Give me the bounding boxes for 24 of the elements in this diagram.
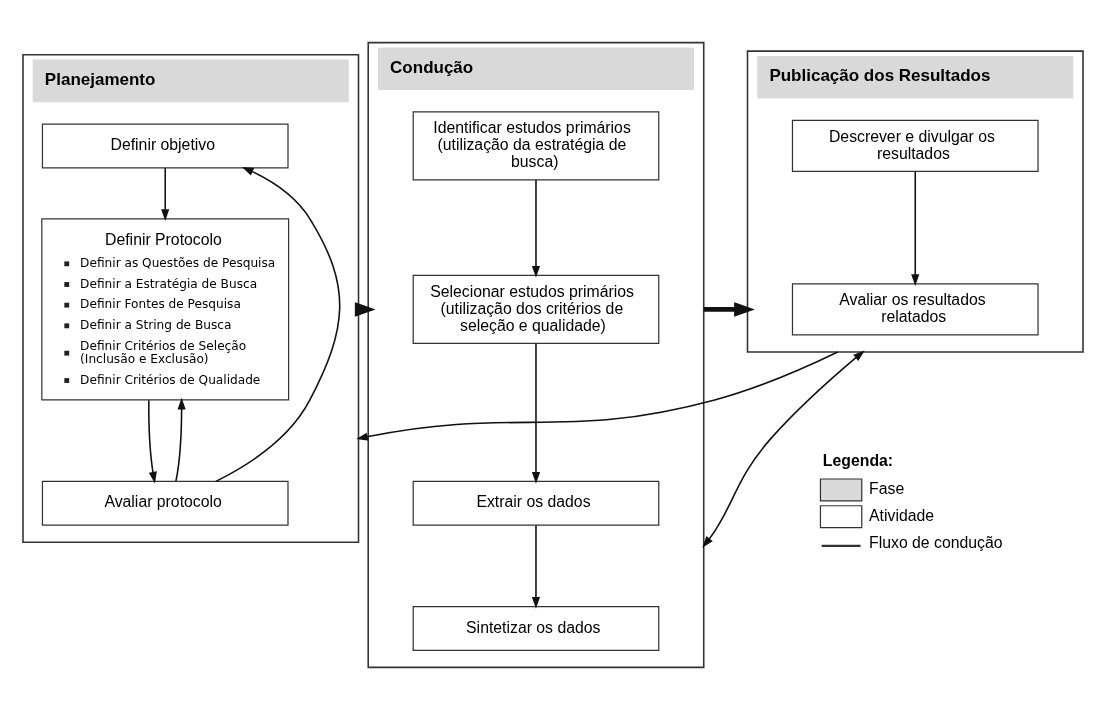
legend-label: Fluxo de condução [869, 533, 1003, 551]
legend-label: Fase [869, 479, 905, 497]
node-box: Definir objetivo [41, 122, 289, 168]
node-box: Descrever e divulgar os resultados [791, 119, 1039, 172]
node-box: Avaliar protocolo [41, 480, 289, 526]
arrow [215, 166, 341, 482]
arrow [354, 301, 376, 317]
node-box: Sintetizar os dados [412, 605, 660, 651]
arrow [911, 170, 920, 286]
arrow [703, 301, 755, 317]
node-box: Extrair os dados [412, 480, 660, 526]
arrow [148, 398, 157, 483]
arrow [531, 178, 541, 278]
arrow [531, 342, 541, 484]
legend-label: Atividade [869, 506, 935, 524]
label: Legenda: [822, 451, 894, 469]
node-box: Selecionar estudos primários (utilização dos critérios de seleção e qualidade) [412, 274, 660, 344]
arrow [175, 397, 186, 482]
node-box: Definir Protocolo Definir as Questões de Pesquisa Definir a Estratégia de Busca Definir Fontes de Pesquisa Definir a String de Busca Definir Critérios de Seleção (Inclusão e Exclusão) Definir Critérios de Qualidade [41, 217, 290, 401]
node-box: Avaliar os resultados relatados [791, 282, 1039, 336]
arrow [356, 350, 839, 441]
arrow [531, 524, 541, 609]
arrow [161, 166, 170, 221]
node-box: Identificar estudos primários (utilização da estratégia de busca) [412, 110, 660, 181]
